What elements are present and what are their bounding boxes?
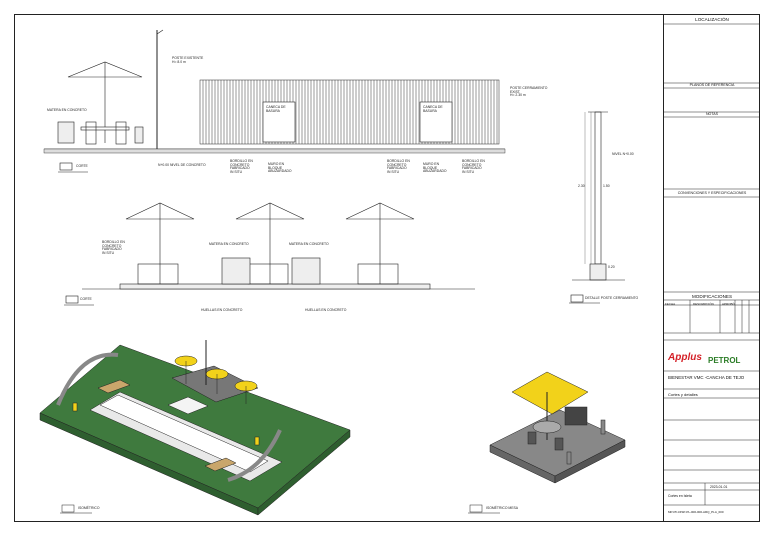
title-block-lines	[663, 23, 759, 506]
planter	[221, 257, 251, 285]
annotation-bordillo: BORDILLO EN CONCRETO FABRICADO IN SITU	[387, 159, 410, 174]
annotation-bordillo: BORDILLO EN CONCRETO FABRICADO IN SITU	[102, 240, 125, 255]
applus-logo: Applus	[668, 352, 702, 363]
annotation-matera: MATERA EN CONCRETO	[209, 242, 249, 246]
detail-caption: DETALLE POSTE CERRAMIENTO	[585, 296, 639, 300]
dimension-label: 0.20	[608, 265, 615, 269]
annotation-bordillo: BORDILLO EN CONCRETO FABRICADO IN SITU	[462, 159, 485, 174]
iso-umbrella	[234, 380, 258, 404]
date-value: 2023-01-01	[710, 485, 728, 489]
localizacion-header: LOCALIZACIÓN	[695, 17, 729, 22]
annotation-poste: POSTE EXISTENTE H= 8.0 m	[172, 56, 204, 64]
planter	[291, 257, 321, 285]
post-detail	[569, 111, 625, 304]
annotation-huellas: HUELLAS EN CONCRETO	[305, 308, 347, 312]
trash-bin	[262, 101, 296, 143]
planter	[57, 121, 75, 144]
mod-col-aprobo: APROBÓ	[722, 302, 735, 306]
drawing-frame	[14, 14, 760, 522]
annotation-matera: MATERA EN CONCRETO	[289, 242, 329, 246]
annotation-huellas: HUELLAS EN CONCRETO	[201, 308, 243, 312]
annotation-muro: MURO EN BLOQUE ABUZARDADO	[268, 162, 292, 174]
dimension-label: 1.50	[603, 184, 610, 188]
planos-referencia-header: PLANOS DE REFERENCIA	[689, 83, 735, 87]
annotation-nivel: NIVEL N+0.00	[612, 152, 634, 156]
umbrella-elevation	[67, 61, 143, 145]
dimension-label: 2.30	[578, 184, 585, 188]
iso-court	[39, 340, 351, 516]
view-caption: ISOMÉTRICO	[78, 506, 100, 510]
annotation-bordillo: BORDILLO EN CONCRETO FABRICADO IN SITU	[230, 159, 253, 174]
iso-table	[468, 371, 626, 514]
sheet-label: Cortes en Isleta	[668, 494, 692, 498]
petrol-logo: PETROL	[708, 356, 741, 365]
notas-header: NOTAS	[705, 112, 719, 116]
mod-col-descripcion: DESCRIPCIÓN	[693, 302, 714, 306]
umbrella-elevation	[125, 202, 195, 285]
trash-bin	[419, 101, 453, 143]
annotation-matera: MATERA EN CONCRETO	[47, 108, 87, 112]
annotation-muro: MURO EN BLOQUE ABUZARDADO	[423, 162, 447, 174]
umbrella-elevation	[345, 202, 415, 285]
iso-umbrella	[205, 368, 229, 394]
title-block: LOCALIZACIÓN PLANOS DE REFERENCIA NOTAS …	[663, 15, 759, 521]
convenciones-header: CONVENCIONES Y ESPECIFICACIONES	[677, 191, 747, 195]
annotation-nivel: N+0.00 NIVEL DE CONCRETO	[158, 163, 206, 167]
sheet-subtitle: Cortes y detalles	[668, 392, 698, 397]
project-title: BIENESTAR VMC -CANCHA DE TEJO	[668, 375, 745, 380]
drawing-code: MP-PF-DISP-PL-000-000-ARQ_PLA_000	[668, 510, 724, 514]
section-caption: CORTE	[80, 297, 92, 301]
iso-umbrella	[174, 355, 198, 384]
annotation-caneca: CANECA DE BASURA	[423, 105, 443, 113]
elevation-middle	[64, 202, 475, 306]
modificaciones-header: MODIFICACIONES	[691, 294, 733, 299]
mod-col-fecha: FECHA	[665, 302, 676, 306]
section-caption: CORTE	[76, 164, 88, 168]
elevation-top	[43, 29, 506, 173]
annotation-caneca: CANECA DE BASURA	[266, 105, 286, 113]
annotation-cerramiento: POSTE CERRAMIENTO EXIST. H= 2.30 m	[510, 86, 548, 98]
view-caption: ISOMÉTRICO MESA	[486, 506, 519, 510]
